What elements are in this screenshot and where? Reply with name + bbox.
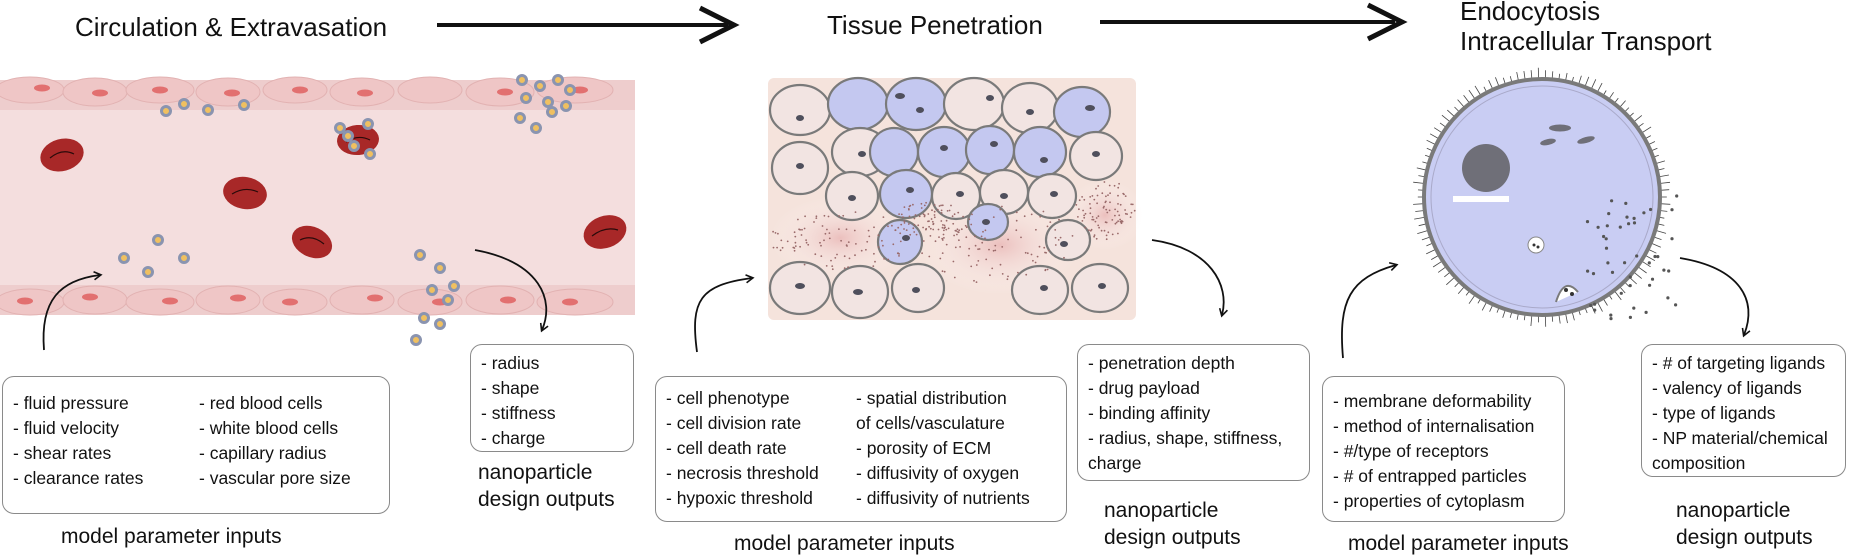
panel2-outputs-box: - penetration depth - drug payload - bin… — [1077, 344, 1310, 481]
list-item: - vascular pore size — [199, 466, 351, 491]
blood-vessel-illustration — [0, 76, 635, 351]
list-item: - capillary radius — [199, 441, 351, 466]
list-item: - #/type of receptors — [1333, 439, 1534, 464]
list-item: - diffusivity of oxygen — [856, 461, 1030, 486]
panel2-inputs-col1: - cell phenotype - cell division rate - … — [666, 386, 819, 511]
panel2-inputs-col2: - spatial distribution of cells/vasculat… — [856, 386, 1030, 511]
stage-title-endocytosis-line2: Intracellular Transport — [1460, 26, 1711, 56]
stage-arrow-2 — [1100, 5, 1402, 39]
list-item: - necrosis threshold — [666, 461, 819, 486]
list-item: - stiffness — [481, 401, 556, 426]
list-item: - charge — [481, 426, 556, 451]
list-item: - white blood cells — [199, 416, 351, 441]
panel3-inputs-list: - membrane deformability - method of int… — [1333, 389, 1534, 514]
panel1-inputs-box: - fluid pressure - fluid velocity - shea… — [2, 376, 390, 514]
panel2-inputs-box: - cell phenotype - cell division rate - … — [655, 376, 1067, 522]
list-item: - cell phenotype — [666, 386, 819, 411]
stage-title-tissue: Tissue Penetration — [827, 10, 1043, 40]
stage-arrow-1 — [437, 8, 734, 42]
list-item: - type of ligands — [1652, 401, 1828, 426]
panel2-outputs-caption-line1: nanoparticle — [1104, 497, 1241, 524]
list-item: - cell division rate — [666, 411, 819, 436]
panel1-inputs-caption: model parameter inputs — [61, 523, 282, 550]
panel3-outputs-caption-line2: design outputs — [1676, 524, 1813, 551]
list-item: - NP material/chemical — [1652, 426, 1828, 451]
list-item: - porosity of ECM — [856, 436, 1030, 461]
panel2-outputs-caption: nanoparticle design outputs — [1104, 497, 1241, 551]
cell-illustration — [1342, 68, 1749, 358]
panel2-outputs-list: - penetration depth - drug payload - bin… — [1088, 351, 1282, 476]
list-item: - drug payload — [1088, 376, 1282, 401]
list-item: - valency of ligands — [1652, 376, 1828, 401]
list-item: - radius — [481, 351, 556, 376]
stage-title-endocytosis-line1: Endocytosis — [1460, 0, 1711, 26]
panel2-outputs-caption-line2: design outputs — [1104, 524, 1241, 551]
list-item: - fluid pressure — [13, 391, 143, 416]
panel1-outputs-list: - radius - shape - stiffness - charge — [481, 351, 556, 451]
list-item: - red blood cells — [199, 391, 351, 416]
list-item: - # of targeting ligands — [1652, 351, 1828, 376]
panel3-outputs-caption: nanoparticle design outputs — [1676, 497, 1813, 551]
list-item: - hypoxic threshold — [666, 486, 819, 511]
panel3-outputs-caption-line1: nanoparticle — [1676, 497, 1813, 524]
list-item: - shape — [481, 376, 556, 401]
panel1-outputs-caption-line2: design outputs — [478, 486, 615, 513]
list-item: composition — [1652, 451, 1828, 476]
list-item: - penetration depth — [1088, 351, 1282, 376]
list-item: - spatial distribution — [856, 386, 1030, 411]
list-item: - diffusivity of nutrients — [856, 486, 1030, 511]
panel1-outputs-caption: nanoparticle design outputs — [478, 459, 615, 513]
list-item: - shear rates — [13, 441, 143, 466]
list-item: charge — [1088, 451, 1282, 476]
panel3-inputs-caption: model parameter inputs — [1348, 530, 1569, 557]
list-item: - cell death rate — [666, 436, 819, 461]
list-item: - membrane deformability — [1333, 389, 1534, 414]
panel1-inputs-col2: - red blood cells - white blood cells - … — [199, 391, 351, 491]
list-item: - properties of cytoplasm — [1333, 489, 1534, 514]
panel3-outputs-list: - # of targeting ligands - valency of li… — [1652, 351, 1828, 476]
panel1-inputs-col1: - fluid pressure - fluid velocity - shea… — [13, 391, 143, 491]
list-item: - clearance rates — [13, 466, 143, 491]
panel3-inputs-box: - membrane deformability - method of int… — [1322, 376, 1565, 522]
stage-title-circulation: Circulation & Extravasation — [75, 12, 387, 42]
panel2-inputs-caption: model parameter inputs — [734, 530, 955, 557]
stage-title-endocytosis: Endocytosis Intracellular Transport — [1460, 0, 1711, 56]
panel3-outputs-box: - # of targeting ligands - valency of li… — [1641, 344, 1846, 477]
panel1-outputs-box: - radius - shape - stiffness - charge — [470, 344, 634, 452]
list-item: - method of internalisation — [1333, 414, 1534, 439]
list-item: - fluid velocity — [13, 416, 143, 441]
list-item: - radius, shape, stiffness, — [1088, 426, 1282, 451]
list-item: - binding affinity — [1088, 401, 1282, 426]
panel1-outputs-caption-line1: nanoparticle — [478, 459, 615, 486]
tissue-illustration — [695, 78, 1224, 352]
list-item: - # of entrapped particles — [1333, 464, 1534, 489]
list-item: of cells/vasculature — [856, 411, 1030, 436]
